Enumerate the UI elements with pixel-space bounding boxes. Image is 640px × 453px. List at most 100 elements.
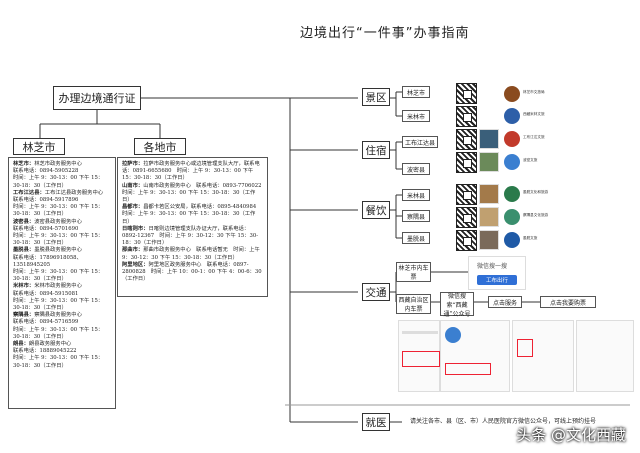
hotel-photo [479, 152, 499, 172]
section-medical: 就医 [362, 413, 390, 431]
transport-step-service: 点击服务 [488, 296, 522, 308]
office-entry: 拉萨市：拉萨市政务服务中心或边境管理支队大厅，联系电话：0891-6655680… [122, 161, 263, 183]
category-other: 各地市 [134, 138, 186, 155]
qr-code-icon [456, 129, 477, 150]
watermark: 头条 @文化西藏 [516, 426, 626, 444]
section-stay: 住宿 [362, 141, 390, 159]
office-city-label: 昌都市： [122, 204, 144, 211]
office-entry: 波密县：波密县政务服务中心 [13, 219, 111, 226]
office-entry: 察隅县：察隅县政务服务中心 [13, 312, 111, 319]
office-entry: 山南市：山南市政务服务中心 联系电话：0893-7706022 时间：上午 9：… [122, 183, 267, 205]
scenic-item-linzhi: 林芝市 [402, 86, 430, 98]
stay-item-bomi: 波密县 [402, 163, 430, 175]
office-detail: 波密县政务服务中心 [34, 218, 82, 225]
restaurant-photo [479, 207, 499, 227]
wechat-search-label: 微信搜一搜 [477, 263, 508, 270]
office-detail: 拉萨市政务服务中心或边境管理支队大厅，联系电话：0891-6655680 时间：… [122, 161, 260, 182]
qr-code-icon [456, 207, 477, 228]
office-entry: 米林市：米林市政务服务中心 [13, 283, 111, 290]
office-detail: 联系电话：0894-5917896 [13, 197, 79, 204]
account-logo-label: 墨脱文旅 [523, 236, 538, 240]
stay-item-gongbujiangda: 工布江达县 [402, 136, 438, 148]
office-detail: 联系电话：0894-5701690 [13, 225, 79, 232]
transport-step-buy: 点击我要购票 [540, 296, 596, 308]
office-entry: 时间：上午 9：30-13：00 下午 15：30-18：30（工作日） [13, 233, 111, 247]
restaurant-photo [479, 184, 499, 204]
scenic-item-milin: 米林市 [402, 110, 430, 122]
office-entry: 那曲市：那曲市政务服务中心 联系电话暂无 时间：上午 9：30-12：30 下午… [122, 247, 263, 261]
account-logo-label: 墨脱文化和旅游 [523, 190, 549, 194]
restaurant-photo [479, 230, 499, 250]
office-detail: 联系电话：0894-5716599 [13, 319, 79, 326]
account-logo-icon [504, 154, 520, 170]
section-transport: 交通 [362, 283, 390, 301]
account-logo-label: 西藏米林文旅 [523, 112, 545, 116]
account-logo-icon [504, 209, 520, 225]
office-entry: 日喀则市：日喀则边境管理支队办证大厅，联系电话：0892-12367 时间：上午… [122, 226, 263, 248]
office-detail: 山南市政务服务中心 联系电话：0893-7706022 时间：上午 9：30-1… [122, 182, 267, 204]
account-logo-label: 波密文旅 [523, 158, 538, 162]
office-entry: 联系电话：0894-5716599 [13, 319, 111, 326]
qr-code-icon [456, 230, 477, 251]
account-logo-icon [504, 108, 520, 124]
office-city-label: 阿里地区： [122, 261, 149, 268]
office-detail: 时间：上午 9：30-13：00 下午 15：30-18：30（工作日） [13, 355, 104, 369]
office-detail: 昌都卡若区公安局，联系电话：0895-4840984 时间：上午 9：30-13… [122, 204, 262, 225]
office-detail: 时间：上午 9：30-13：00 下午 15：30-18：30（工作日） [13, 204, 104, 218]
page-title: 边境出行“一件事”办事指南 [300, 26, 470, 41]
office-entry: 时间：上午 9：30-13：00 下午 15：30-18：30（工作日） [13, 327, 111, 341]
account-logo-icon [504, 232, 520, 248]
office-entry: 时间：上午 9：30-13：00 下午 15：30-18：30（工作日） [13, 204, 111, 218]
office-entry: 联系电话：0894-5701690 [13, 226, 111, 233]
office-detail: 日喀则边境管理支队办证大厅，联系电话：0892-12367 时间：上午 9：30… [122, 225, 259, 247]
office-entry: 林芝市：林芝市政务服务中心 [13, 161, 111, 168]
office-city-label: 拉萨市： [122, 161, 144, 167]
office-detail: 时间：上午 9：30-13：00 下午 15：30-18：30（工作日） [13, 269, 104, 283]
food-item-motuo: 墨脱县 [402, 232, 430, 244]
office-detail: 墨脱县政务服务中心 [34, 247, 82, 254]
office-entry: 联系电话：0894-5915081 [13, 291, 111, 298]
office-city-label: 察隅县： [13, 312, 35, 319]
section-food: 餐饮 [362, 201, 390, 219]
office-entry: 昌都市：昌都卡若区公安局，联系电话：0895-4840984 时间：上午 9：3… [122, 204, 263, 226]
office-detail: 时间：上午 9：30-13：00 下午 15：30-18：30（工作日） [13, 233, 104, 247]
office-entry: 联系电话：17896918058、13518945205 [13, 255, 111, 269]
qr-code-icon [456, 106, 477, 127]
category-linzhi: 林芝市 [13, 138, 65, 155]
office-detail: 联系电话：0894-5915081 [13, 290, 79, 297]
qr-code-icon [456, 184, 477, 205]
office-entry: 联系电话：0894-5905228 [13, 168, 111, 175]
office-entry: 阿里地区：阿里地区政务服务中心 联系电话：0897-2800828 时间：上午 … [122, 262, 263, 284]
hotel-photo [479, 129, 499, 149]
office-detail: 联系电话：17896918058、13518945205 [13, 254, 82, 268]
office-detail: 那曲市政务服务中心 联系电话暂无 时间：上午 9：30-12：30 下午 15：… [122, 247, 260, 261]
office-detail: 时间：上午 9：30-13：00 下午 15：30-18：30（工作日） [13, 175, 104, 189]
office-city-label: 工布江达县： [13, 189, 45, 196]
office-city-label: 波密县： [13, 218, 35, 225]
wechat-search-card: 微信搜一搜 工布出行 [468, 256, 526, 290]
account-logo-icon [504, 86, 520, 102]
transport-linzhi-ticket: 林芝市内车票 [396, 262, 431, 282]
office-city-label: 那曲市： [122, 247, 144, 254]
office-city-label: 日喀则市： [122, 225, 149, 232]
office-city-label: 林芝市： [13, 161, 35, 167]
office-detail: 察隅县政务服务中心 [34, 312, 82, 319]
office-city-label: 墨脱县： [13, 247, 35, 254]
office-entry: 时间：上午 9：30-13：00 下午 15：30-18：30（工作日） [13, 269, 111, 283]
office-entry: 朗县：朗县政务服务中心 [13, 341, 111, 348]
food-item-chayu: 察隅县 [402, 210, 430, 222]
qr-code-icon [456, 152, 477, 173]
office-detail: 工布江达县政务服务中心 [44, 189, 104, 196]
transport-tibet-ticket: 西藏自治区内车票 [396, 294, 431, 314]
office-city-label: 朗县： [13, 341, 29, 348]
screenshot-wechat-search [398, 320, 440, 392]
office-detail: 米林市政务服务中心 [34, 283, 82, 290]
office-entry: 工布江达县：工布江达县政务服务中心 [13, 190, 111, 197]
account-logo-label: 察隅县文化旅游 [523, 213, 549, 217]
account-logo-label: 林芝市文旅局 [523, 90, 545, 94]
account-logo-label: 工布江达文旅 [523, 135, 545, 139]
office-detail: 时间：上午 9：30-13：00 下午 15：30-18：30（工作日） [13, 297, 104, 312]
office-detail: 联系电话：0894-5905228 [13, 168, 79, 175]
other-cities-office-list: 拉萨市：拉萨市政务服务中心或边境管理支队大厅，联系电话：0891-6655680… [117, 157, 268, 297]
